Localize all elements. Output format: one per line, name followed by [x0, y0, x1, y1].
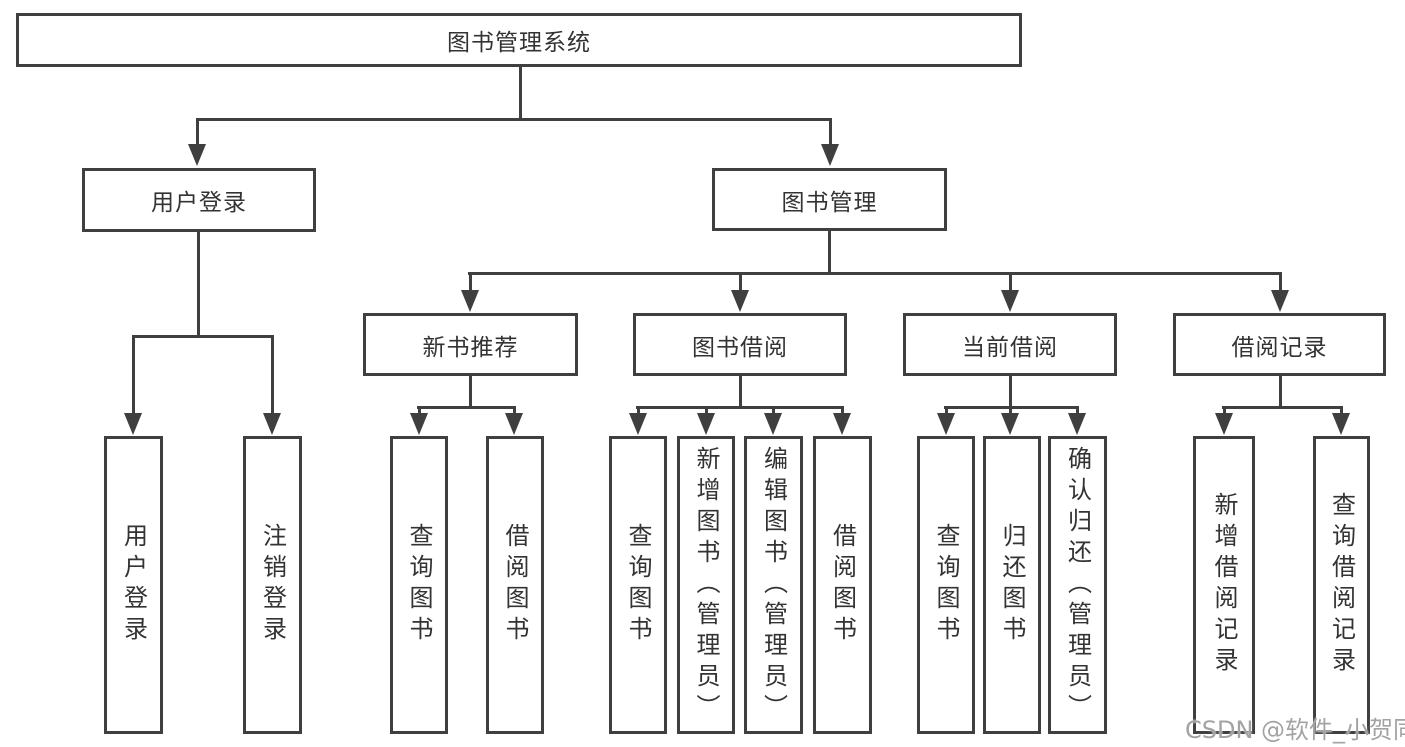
connector-line: [132, 335, 135, 417]
connector-line: [469, 272, 472, 294]
node-label: 注销登录: [258, 523, 287, 647]
node-label: 编辑图书（管理员）: [759, 445, 788, 725]
node-label: 查询图书: [624, 523, 652, 647]
node-label: 查询图书: [405, 523, 433, 647]
leaf-return-books: 归还图书: [983, 436, 1041, 734]
leaf-borrow-books: 借阅图书: [486, 436, 544, 734]
connector-line: [1076, 406, 1079, 416]
arrowhead-icon: [1271, 290, 1289, 312]
connector-line: [739, 376, 742, 409]
connector-line: [1223, 406, 1226, 416]
arrowhead-icon: [833, 413, 851, 435]
arrowhead-icon: [1215, 413, 1233, 435]
connector-line: [705, 406, 708, 416]
arrowhead-icon: [1001, 290, 1019, 312]
arrowhead-icon: [764, 413, 782, 435]
connector-line: [1340, 406, 1343, 416]
arrowhead-icon: [461, 290, 479, 312]
connector-line: [945, 406, 948, 416]
node-current-borrow: 当前借阅: [903, 313, 1117, 376]
node-borrow-records: 借阅记录: [1173, 313, 1386, 376]
leaf-add-borrow-record: 新增借阅记录: [1193, 436, 1255, 734]
node-label: 新增借阅记录: [1210, 492, 1238, 678]
arrowhead-icon: [937, 413, 955, 435]
arrowhead-icon: [1068, 413, 1086, 435]
node-label: 借阅图书: [501, 523, 529, 647]
connector-line: [829, 118, 832, 152]
leaf-query-books: 查询图书: [390, 436, 448, 734]
connector-line: [841, 406, 844, 416]
leaf-add-books-admin: 新增图书（管理员）: [677, 436, 735, 734]
node-label: 借阅记录: [1231, 334, 1328, 361]
leaf-query-borrow-record: 查询借阅记录: [1313, 436, 1370, 734]
watermark: CSDN @软件_小贺同学: [1185, 716, 1405, 744]
arrowhead-icon: [263, 413, 281, 435]
connector-line: [1279, 376, 1282, 409]
arrowhead-icon: [1332, 413, 1350, 435]
node-root-label: 图书管理系统: [447, 30, 591, 56]
connector-line: [1222, 406, 1343, 409]
connector-line: [772, 406, 775, 416]
connector-line: [197, 231, 200, 338]
leaf-edit-books-admin: 编辑图书（管理员）: [744, 436, 803, 734]
node-label: 新书推荐: [422, 334, 519, 361]
connector-line: [828, 231, 831, 275]
leaf-user-login: 用户登录: [104, 436, 163, 734]
arrowhead-icon: [124, 413, 142, 435]
node-book-management: 图书管理: [712, 168, 947, 231]
leaf-logout: 注销登录: [243, 436, 302, 734]
arrowhead-icon: [697, 413, 715, 435]
connector-line: [519, 67, 522, 121]
node-label: 归还图书: [998, 523, 1026, 647]
node-label: 用户登录: [119, 523, 148, 647]
leaf-confirm-return-admin: 确认归还（管理员）: [1048, 436, 1107, 734]
node-label: 借阅图书: [828, 523, 857, 647]
node-book-borrow: 图书借阅: [633, 313, 847, 376]
node-label: 图书管理: [781, 189, 878, 216]
node-user-login: 用户登录: [82, 168, 316, 232]
connector-line: [637, 406, 640, 416]
connector-line: [636, 406, 844, 409]
connector-line: [418, 406, 421, 416]
leaf-borrow-books: 借阅图书: [813, 436, 872, 734]
node-label: 图书借阅: [692, 334, 788, 361]
arrowhead-icon: [410, 413, 428, 435]
connector-line: [196, 118, 199, 152]
connector-line: [1009, 406, 1012, 416]
node-new-book-recommend: 新书推荐: [363, 313, 578, 376]
node-root: 图书管理系统: [16, 13, 1022, 67]
connector-line: [271, 335, 274, 417]
connector-line: [132, 335, 274, 338]
arrowhead-icon: [731, 290, 749, 312]
connector-line: [469, 376, 472, 409]
connector-line: [513, 406, 516, 416]
connector-line: [1009, 376, 1012, 409]
connector-line: [417, 406, 516, 409]
arrowhead-icon: [821, 144, 839, 166]
connector-line: [1279, 272, 1282, 294]
node-label: 查询借阅记录: [1327, 492, 1356, 678]
node-label: 用户登录: [151, 190, 247, 216]
connector-line: [739, 272, 742, 294]
node-label: 查询图书: [932, 523, 960, 647]
node-label: 当前借阅: [962, 334, 1058, 361]
connector-line: [196, 118, 832, 121]
node-label: 新增图书（管理员）: [692, 445, 720, 725]
arrowhead-icon: [505, 413, 523, 435]
arrowhead-icon: [629, 413, 647, 435]
arrowhead-icon: [188, 144, 206, 166]
leaf-query-books: 查询图书: [917, 436, 975, 734]
arrowhead-icon: [1001, 413, 1019, 435]
node-label: 确认归还（管理员）: [1063, 445, 1092, 725]
connector-line: [468, 272, 1282, 275]
leaf-query-books: 查询图书: [609, 436, 667, 734]
connector-line: [1009, 272, 1012, 294]
